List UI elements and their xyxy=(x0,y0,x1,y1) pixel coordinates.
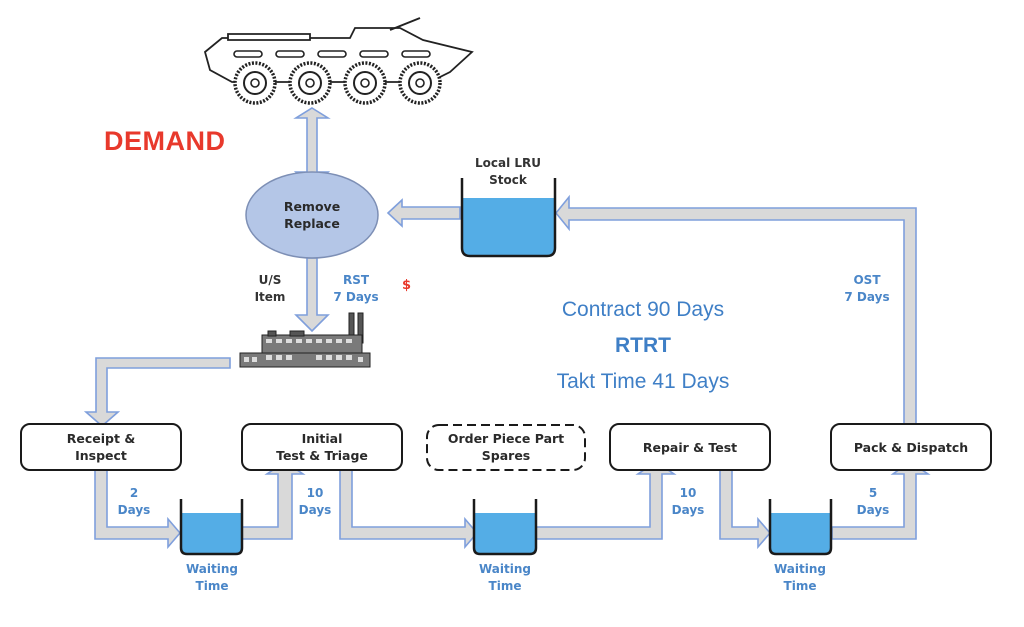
waiting-line1: Waiting xyxy=(478,562,531,576)
duration-unit: Days xyxy=(856,503,890,517)
duration-unit: Days xyxy=(298,503,332,517)
duration-4: 5 Days xyxy=(853,485,893,519)
duration-unit: Days xyxy=(117,503,151,517)
stock-to-replace-arrow xyxy=(386,198,461,228)
duration-value: 10 xyxy=(679,486,697,500)
remove-replace-node xyxy=(245,171,379,259)
flow-arrow-4 xyxy=(535,461,677,540)
waiting-line1: Waiting xyxy=(185,562,238,576)
flow-arrow-5 xyxy=(719,467,772,550)
flow-arrow-3 xyxy=(339,467,479,550)
step-line1: Receipt & xyxy=(66,431,136,446)
local-stock-tank xyxy=(460,178,557,258)
duration-value: 2 xyxy=(129,486,139,500)
waiting-time-1: Waiting Time xyxy=(176,561,248,595)
cost-symbol: $ xyxy=(402,278,412,293)
step-line1: Order Piece Part xyxy=(447,431,565,446)
ost-label: OST 7 Days xyxy=(832,272,902,306)
step-repair-test: Repair & Test xyxy=(610,439,770,456)
duration-3: 10 Days xyxy=(668,485,708,519)
step-line1: Pack & Dispatch xyxy=(853,440,969,455)
rst-line2: 7 Days xyxy=(333,290,379,304)
step-initial-test-triage: Initial Test & Triage xyxy=(242,430,402,464)
remove-replace-label: Remove Replace xyxy=(262,198,362,232)
step-box-initial-test-triage xyxy=(241,423,403,471)
us-item-line2: Item xyxy=(254,290,286,304)
factory-icon xyxy=(239,312,371,368)
step-line2: Test & Triage xyxy=(276,448,368,463)
duration-2: 10 Days xyxy=(295,485,335,519)
step-line1: Initial xyxy=(301,431,343,446)
step-line2: Spares xyxy=(481,448,531,463)
waiting-line1: Waiting xyxy=(773,562,826,576)
step-box-receipt-inspect xyxy=(20,423,182,471)
waiting-time-3: Waiting Time xyxy=(764,561,836,595)
waiting-tank-2 xyxy=(472,499,538,556)
waiting-time-2: Waiting Time xyxy=(469,561,541,595)
step-receipt-inspect: Receipt & Inspect xyxy=(21,430,181,464)
step-order-spares: Order Piece Part Spares xyxy=(427,430,585,464)
duration-unit: Days xyxy=(671,503,705,517)
flow-arrow-2 xyxy=(241,461,306,540)
us-item-label: U/S Item xyxy=(250,272,290,306)
local-stock-label: Local LRU Stock xyxy=(458,155,558,189)
contract-days: Contract 90 Days xyxy=(561,298,725,321)
duration-value: 5 xyxy=(868,486,878,500)
step-pack-dispatch: Pack & Dispatch xyxy=(831,439,991,456)
local-stock-line2: Stock xyxy=(489,173,527,187)
us-item-arrow xyxy=(294,257,330,333)
local-stock-line1: Local LRU xyxy=(474,156,542,170)
remove-replace-line2: Replace xyxy=(284,216,340,231)
step-box-repair-test xyxy=(609,423,771,471)
takt-time: Takt Time 41 Days xyxy=(556,370,730,393)
step-line1: Repair & Test xyxy=(642,440,738,455)
ost-line2: 7 Days xyxy=(844,290,890,304)
step-box-order-spares xyxy=(426,424,586,471)
step-box-pack-dispatch xyxy=(830,423,992,471)
rst-line1: RST xyxy=(342,273,370,287)
duration-value: 10 xyxy=(306,486,324,500)
contract-summary: Contract 90 Days RTRT Takt Time 41 Days xyxy=(508,292,778,400)
factory-to-receipt-arrow xyxy=(83,357,231,428)
demand-title: DEMAND xyxy=(104,126,226,156)
waiting-line2: Time xyxy=(488,579,522,593)
rtrt-label: RTRT xyxy=(615,334,671,357)
us-item-line1: U/S xyxy=(258,273,282,287)
vehicle-wheels xyxy=(233,61,442,105)
ost-return-arrow xyxy=(554,194,917,426)
flow-arrow-1 xyxy=(94,467,182,550)
armoured-vehicle-icon xyxy=(203,17,474,105)
duration-1: 2 Days xyxy=(114,485,154,519)
waiting-tank-3 xyxy=(768,499,833,556)
remove-replace-line1: Remove xyxy=(283,199,341,214)
waiting-line2: Time xyxy=(783,579,817,593)
waiting-line2: Time xyxy=(195,579,229,593)
ost-line1: OST xyxy=(853,273,881,287)
waiting-tank-1 xyxy=(179,499,244,556)
rst-label: RST 7 Days xyxy=(330,272,382,306)
step-line2: Inspect xyxy=(75,448,127,463)
